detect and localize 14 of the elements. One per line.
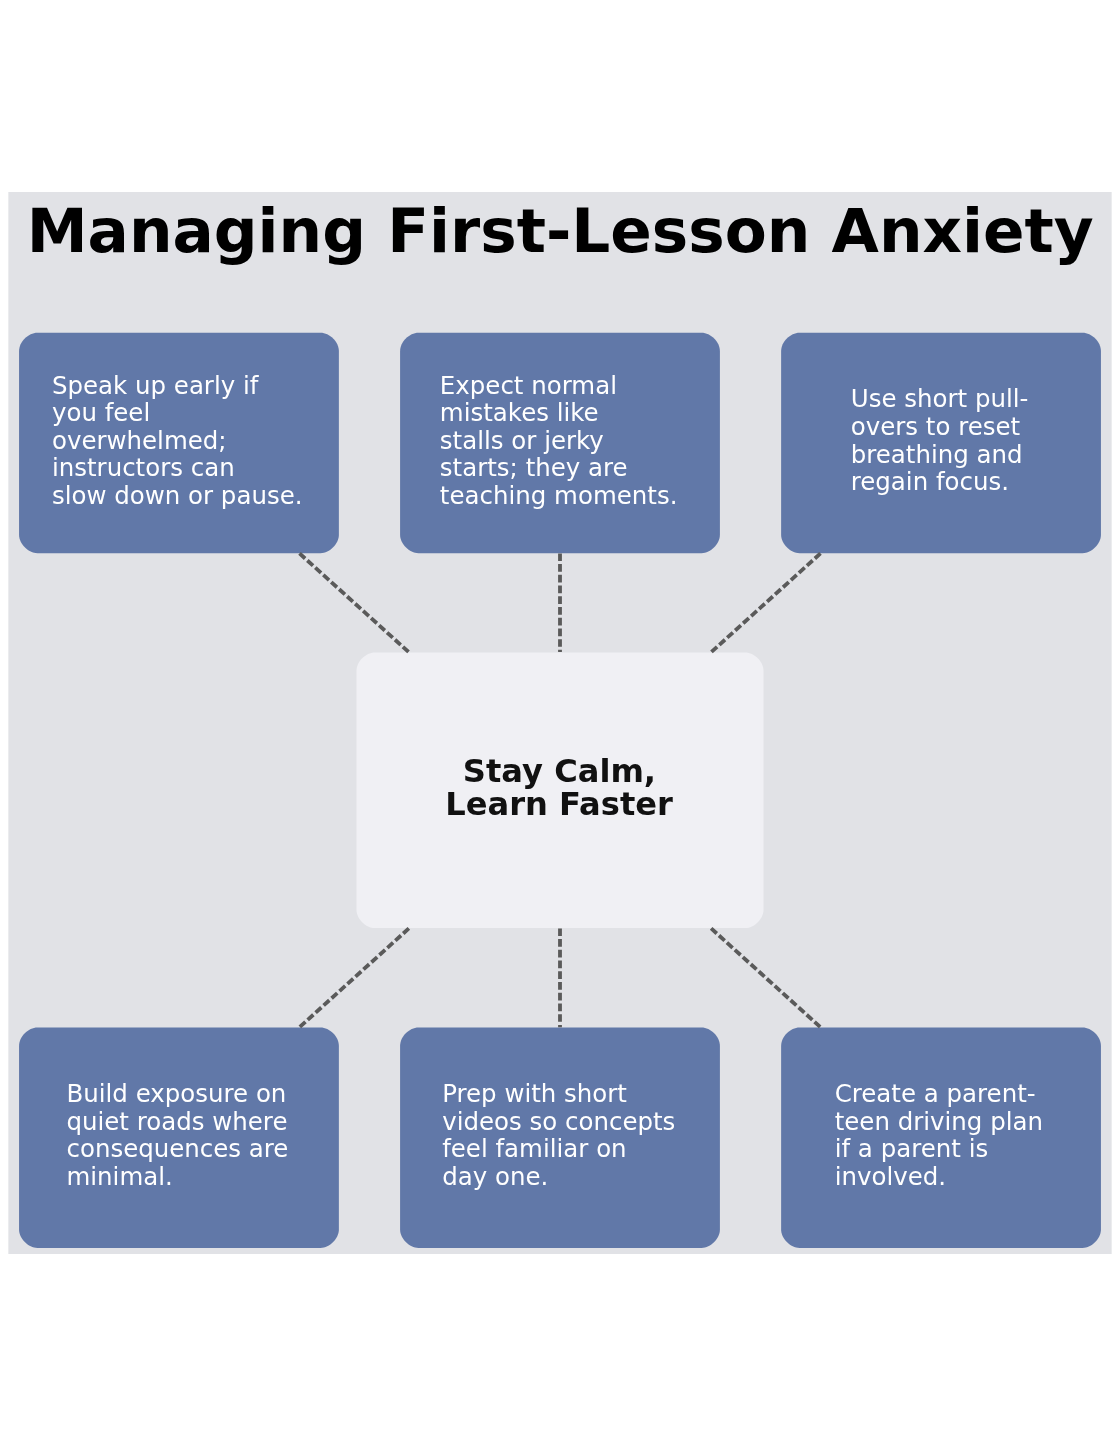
connector (710, 552, 822, 654)
node-box: Speak up early if you feel overwhelmed; instructors can slow down or pause. (19, 332, 339, 554)
connector (298, 927, 411, 1029)
node-box: Build exposure on quiet roads where consequences are minimal. (19, 1027, 339, 1248)
node-box: Stay Calm, Learn Faster (356, 652, 764, 929)
node-box: Expect normal mistakes like stalls or jerky starts; they are teaching moments. (400, 332, 720, 554)
node-box: Use short pull-overs to reset breathing and regain focus. (781, 332, 1101, 554)
node-box: Create a parent-teen driving plan if a parent is involved. (781, 1027, 1101, 1248)
connector (558, 928, 562, 1028)
connector (298, 552, 410, 654)
connector (558, 553, 562, 653)
diagram-title: Managing First-Lesson Anxiety (26, 194, 1094, 266)
node-box: Prep with short videos so concepts feel familiar on day one. (400, 1027, 720, 1248)
connector (709, 927, 822, 1029)
